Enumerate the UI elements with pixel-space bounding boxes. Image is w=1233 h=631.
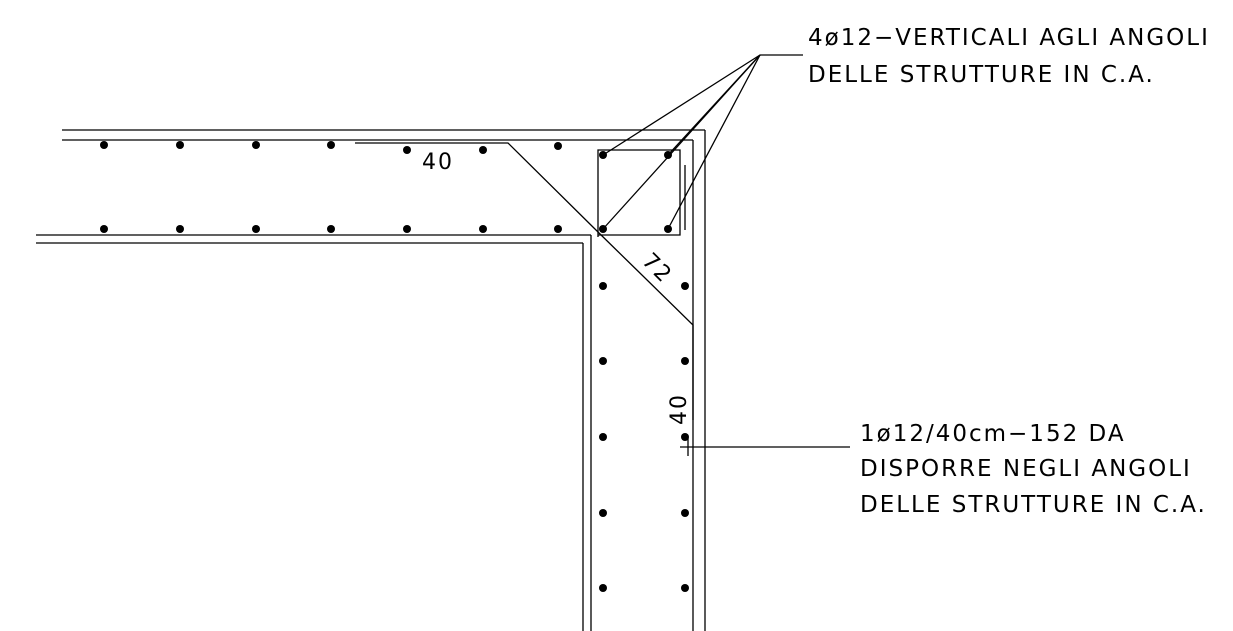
side-note-line3: DELLE STRUTTURE IN C.A. [860, 492, 1207, 518]
rebar-dot [252, 141, 260, 149]
rebar-dot [327, 141, 335, 149]
rebar-dot [599, 357, 607, 365]
stirrup-box [597, 149, 681, 237]
rebar-dot [681, 584, 689, 592]
rebar-dot [599, 509, 607, 517]
rebar-dot [681, 509, 689, 517]
rebar-dot [176, 141, 184, 149]
rebar-dot [327, 225, 335, 233]
rebar-dot [176, 225, 184, 233]
wall-outlines [36, 129, 706, 631]
leader-line [602, 54, 761, 230]
dim-horizontal-label: 40 [422, 150, 454, 175]
rebar-dot [599, 282, 607, 290]
corner-note-leaders [602, 54, 803, 230]
rebar-dot [479, 225, 487, 233]
side-note-leader [680, 438, 850, 456]
rebar-dot [554, 225, 562, 233]
rebar-dot [554, 142, 562, 150]
horizontal-wall-bars [100, 141, 562, 233]
vertical-wall-bars [599, 282, 689, 592]
rebar-dot [681, 433, 689, 441]
corner-note-line1: 4ø12−VERTICALI AGLI ANGOLI [808, 25, 1210, 51]
dim-vertical-label: 40 [667, 393, 692, 425]
rebar-dot [681, 282, 689, 290]
bent-rebar [355, 142, 694, 420]
rebar-dot [100, 141, 108, 149]
rebar-dot [599, 584, 607, 592]
side-note-line1: 1ø12/40cm−152 DA [860, 421, 1126, 447]
rebar-dot [599, 433, 607, 441]
rebar-dot [403, 146, 411, 154]
rebar-dot [403, 225, 411, 233]
dim-diagonal-label: 72 [637, 249, 677, 289]
side-note-line2: DISPORRE NEGLI ANGOLI [860, 456, 1192, 482]
rebar-dot [100, 225, 108, 233]
leader-line [667, 54, 761, 230]
leader-line [602, 54, 761, 156]
rebar-dot [479, 146, 487, 154]
corner-note-line2: DELLE STRUTTURE IN C.A. [808, 62, 1155, 88]
rebar-dot [681, 357, 689, 365]
rebar-dot [252, 225, 260, 233]
